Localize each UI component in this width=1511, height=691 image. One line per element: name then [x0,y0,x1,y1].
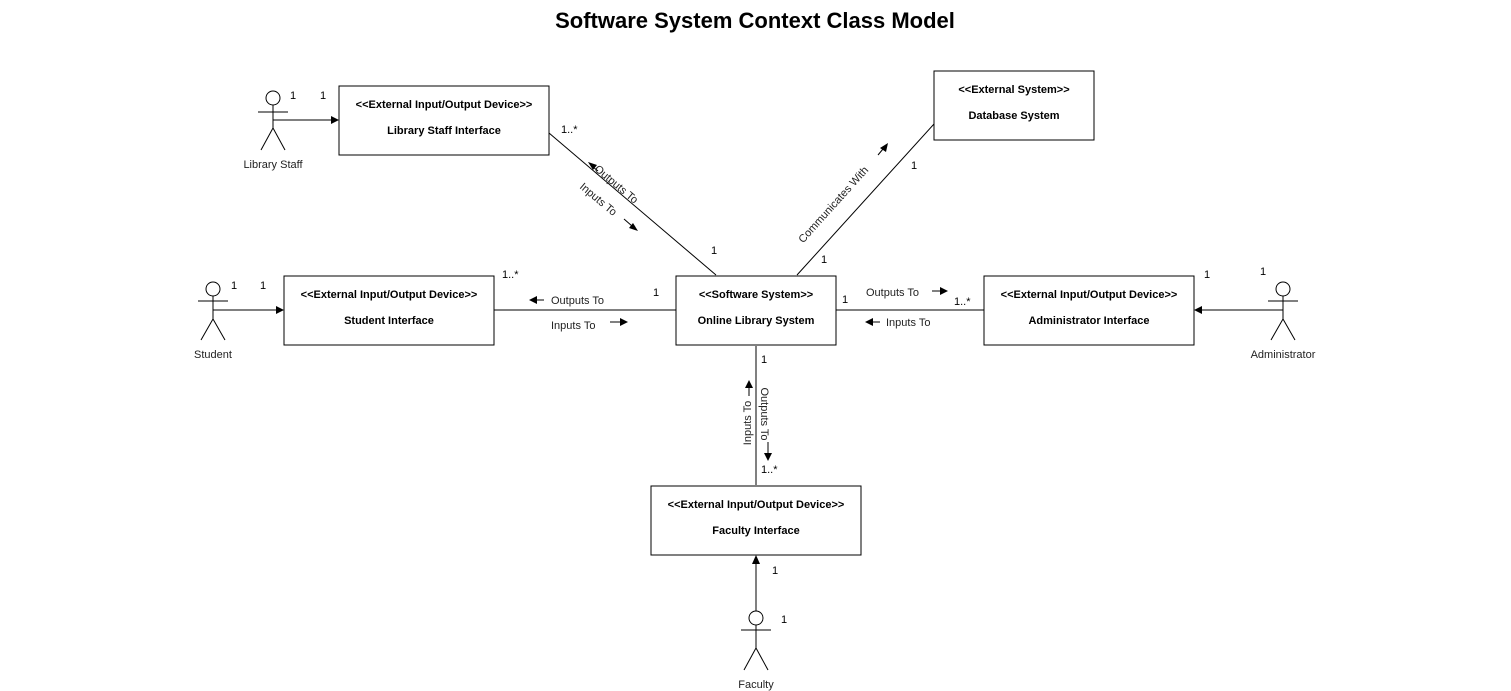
student-inputs-arrowhead [620,318,628,326]
multiplicity: 1..* [954,296,971,308]
admin-inputs-label: Inputs To [886,317,930,329]
faculty-inputs-label-group: Inputs To [742,401,754,445]
admin-inputs-arrowhead [865,318,873,326]
library-staff-interface-box: <<External Input/Output Device>> Library… [338,85,550,156]
actor-label: Faculty [738,679,774,691]
faculty-outputs-label-group: Outputs To [758,388,770,441]
multiplicity: 1..* [761,464,778,476]
box-stereotype: <<External System>> [958,84,1069,96]
multiplicity: 1 [821,254,827,266]
multiplicity: 1 [231,280,237,292]
multiplicity: 1 [320,90,326,102]
online-library-system-box: <<Software System>> Online Library Syste… [675,275,837,346]
box-name: Online Library System [698,315,815,327]
box-stereotype: <<Software System>> [699,289,813,301]
library-staff-actor: Library Staff [243,90,303,171]
admin-actor-arrowhead [1194,306,1202,314]
db-arrowhead [880,143,888,152]
faculty-outputs-label: Outputs To [758,388,770,441]
actor-icon [258,90,288,151]
faculty-inputs-arrowhead [745,380,753,388]
admin-outputs-arrowhead [940,287,948,295]
multiplicity: 1 [260,280,266,292]
staff-outputs-arrowhead [588,162,597,170]
multiplicity: 1 [290,90,296,102]
box-stereotype: <<External Input/Output Device>> [356,99,533,111]
faculty-actor-arrowhead [752,555,760,564]
actor-label: Administrator [1251,349,1316,361]
faculty-outputs-arrowhead [764,453,772,461]
student-interface-box: <<External Input/Output Device>> Student… [283,275,495,346]
admin-outputs-label: Outputs To [866,287,919,299]
multiplicity: 1 [842,294,848,306]
faculty-interface-box: <<External Input/Output Device>> Faculty… [650,485,862,556]
db-system-association [796,123,935,276]
staff-inputs-arrowhead [629,223,638,231]
administrator-interface-box: <<External Input/Output Device>> Adminis… [983,275,1195,346]
multiplicity: 1..* [561,124,578,136]
student-actor-arrowhead [276,306,284,314]
multiplicity: 1 [911,160,917,172]
administrator-actor: Administrator [1251,281,1316,361]
db-arrow-shaft [877,148,884,156]
student-outputs-label: Outputs To [551,295,604,307]
actor-icon [1268,281,1298,341]
multiplicity: 1 [761,354,767,366]
box-stereotype: <<External Input/Output Device>> [668,499,845,511]
box-name: Administrator Interface [1028,315,1149,327]
diagram-title: Software System Context Class Model [555,8,955,33]
box-name: Library Staff Interface [387,125,501,137]
box-name: Database System [968,110,1059,122]
staff-inputs-arrow-shaft [623,218,633,227]
actor-icon [741,610,771,671]
faculty-inputs-label: Inputs To [742,401,754,445]
database-system-box: <<External System>> Database System [933,70,1095,141]
actor-label: Student [194,349,232,361]
faculty-actor: Faculty [738,610,774,691]
multiplicity: 1 [711,245,717,257]
multiplicity: 1 [781,614,787,626]
box-name: Student Interface [344,315,434,327]
multiplicity: 1 [1260,266,1266,278]
box-stereotype: <<External Input/Output Device>> [1001,289,1178,301]
student-actor: Student [194,281,232,361]
multiplicity: 1 [653,287,659,299]
actor-icon [198,281,228,341]
multiplicity: 1..* [502,269,519,281]
box-stereotype: <<External Input/Output Device>> [301,289,478,301]
multiplicity: 1 [772,565,778,577]
actor-label: Library Staff [243,159,303,171]
staff-system-association [548,132,717,276]
multiplicity: 1 [1204,269,1210,281]
student-outputs-arrowhead [529,296,537,304]
staff-actor-arrowhead [331,116,339,124]
box-name: Faculty Interface [712,525,799,537]
student-inputs-label: Inputs To [551,320,595,332]
